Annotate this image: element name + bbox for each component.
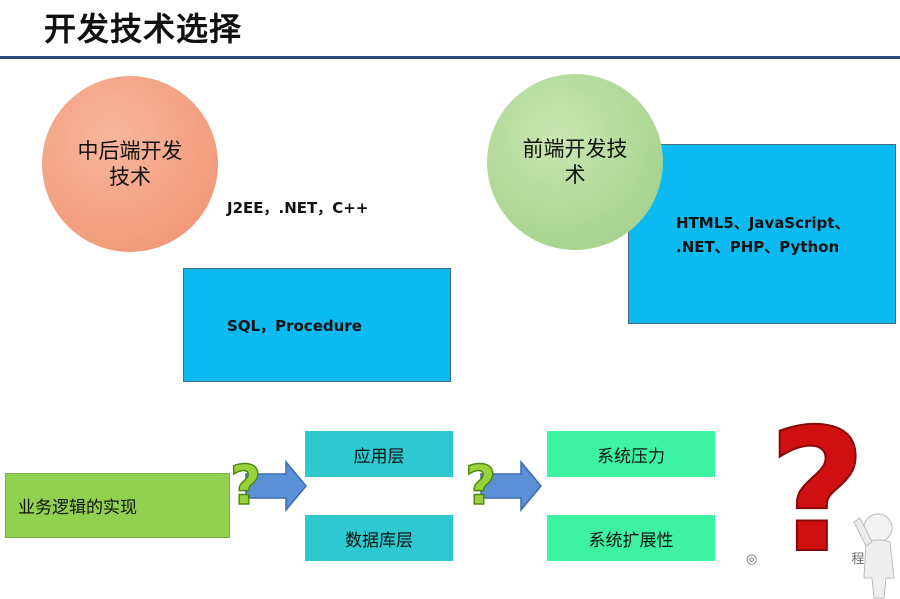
system-pressure-box: 系统压力 [547,431,715,477]
backend-db-text: SQL，Procedure [227,317,362,335]
system-scale-label: 系统扩展性 [588,530,674,551]
watermark-text: 程 [851,552,865,567]
svg-text:?: ? [230,454,261,517]
business-logic-box: 业务逻辑的实现 [5,473,230,538]
backend-db-box [183,268,451,382]
svg-text:?: ? [768,400,867,591]
backend-tech-circle: 中后端开发 技术 [42,76,218,252]
system-pressure-label: 系统压力 [597,446,665,467]
frontend-tech-line-2: .NET、PHP、Python [676,238,840,256]
app-layer-label: 应用层 [353,446,405,467]
backend-circle-label: 中后端开发 技术 [77,138,183,189]
question-arrow-icon: ? [464,453,542,518]
question-arrow-icon: ? [229,453,307,518]
frontend-tech-circle: 前端开发技 术 [487,74,663,250]
page-title: 开发技术选择 [44,10,243,48]
frontend-tech-line-1: HTML5、JavaScript、 [676,214,850,232]
wechat-watermark: ◎ 程 [746,548,865,567]
app-layer-box: 应用层 [305,431,453,477]
system-scale-box: 系统扩展性 [547,515,715,561]
wechat-watermark-icon: ◎ [746,552,758,567]
frontend-circle-label: 前端开发技 术 [522,136,628,187]
db-layer-box: 数据库层 [305,515,453,561]
title-divider [0,56,900,59]
backend-tech-list: J2EE，.NET，C++ [227,199,369,217]
business-logic-label: 业务逻辑的实现 [18,498,137,518]
svg-text:?: ? [465,454,496,517]
question-figure-icon: ? [767,400,895,599]
db-layer-label: 数据库层 [345,530,413,551]
frontend-tech-box [628,144,896,324]
